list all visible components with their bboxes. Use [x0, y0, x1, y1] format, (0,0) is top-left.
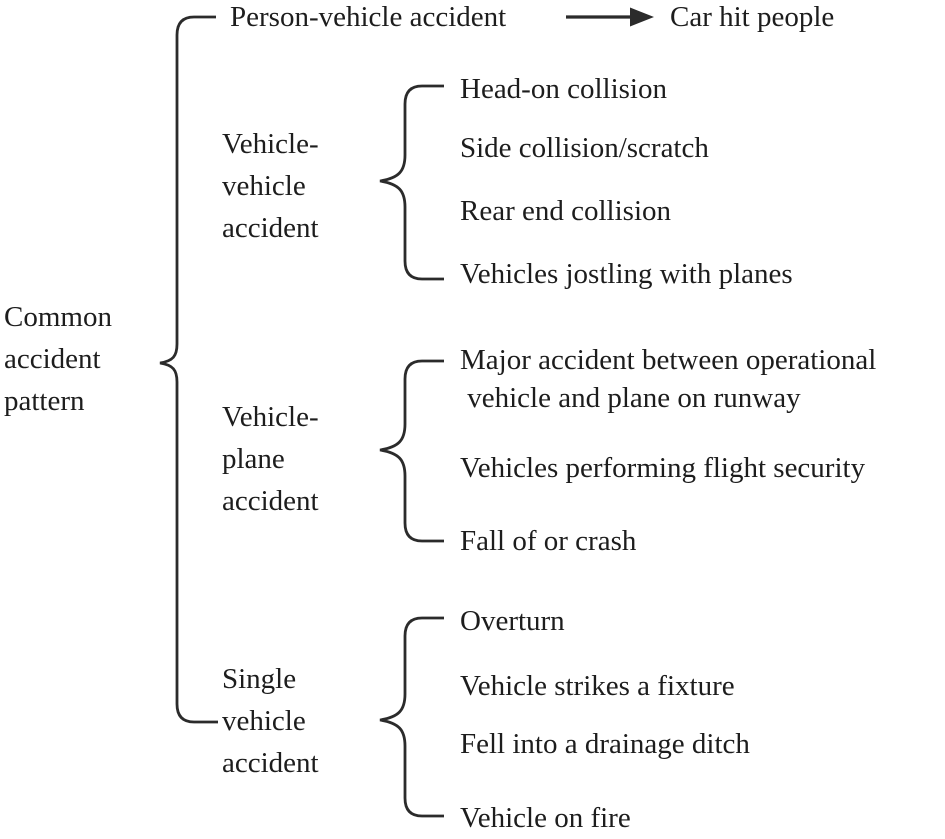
arrow-right-icon — [566, 7, 654, 27]
brace-single-vehicle — [379, 616, 444, 818]
leaf-car-hit-people: Car hit people — [670, 1, 835, 33]
root-label: Common accident pattern — [4, 301, 112, 417]
leaf-item: Vehicles jostling with planes — [460, 258, 793, 290]
branch-label-person-vehicle: Person-vehicle accident — [230, 1, 507, 33]
branch-label-vehicle-plane: Vehicle- plane accident — [222, 401, 319, 517]
leaf-item: Vehicle on fire — [460, 802, 631, 834]
leaf-item: Vehicle strikes a fixture — [460, 670, 735, 702]
brace-vehicle-plane — [379, 359, 444, 543]
leaf-item: Overturn — [460, 605, 565, 637]
branch-label-single-vehicle: Single vehicle accident — [222, 663, 319, 779]
leaf-item: Major accident between operational vehic… — [460, 344, 877, 414]
branch-label-vehicle-vehicle: Vehicle- vehicle accident — [222, 128, 319, 244]
leaf-item: Fell into a drainage ditch — [460, 728, 750, 760]
leaf-item: Vehicles performing flight security — [460, 452, 866, 484]
brace-vehicle-vehicle — [379, 84, 444, 281]
leaf-item: Side collision/scratch — [460, 132, 709, 164]
leaf-item: Head-on collision — [460, 73, 667, 105]
leaf-item: Fall of or crash — [460, 525, 637, 557]
root-brace — [159, 15, 218, 724]
leaf-item: Rear end collision — [460, 195, 672, 227]
